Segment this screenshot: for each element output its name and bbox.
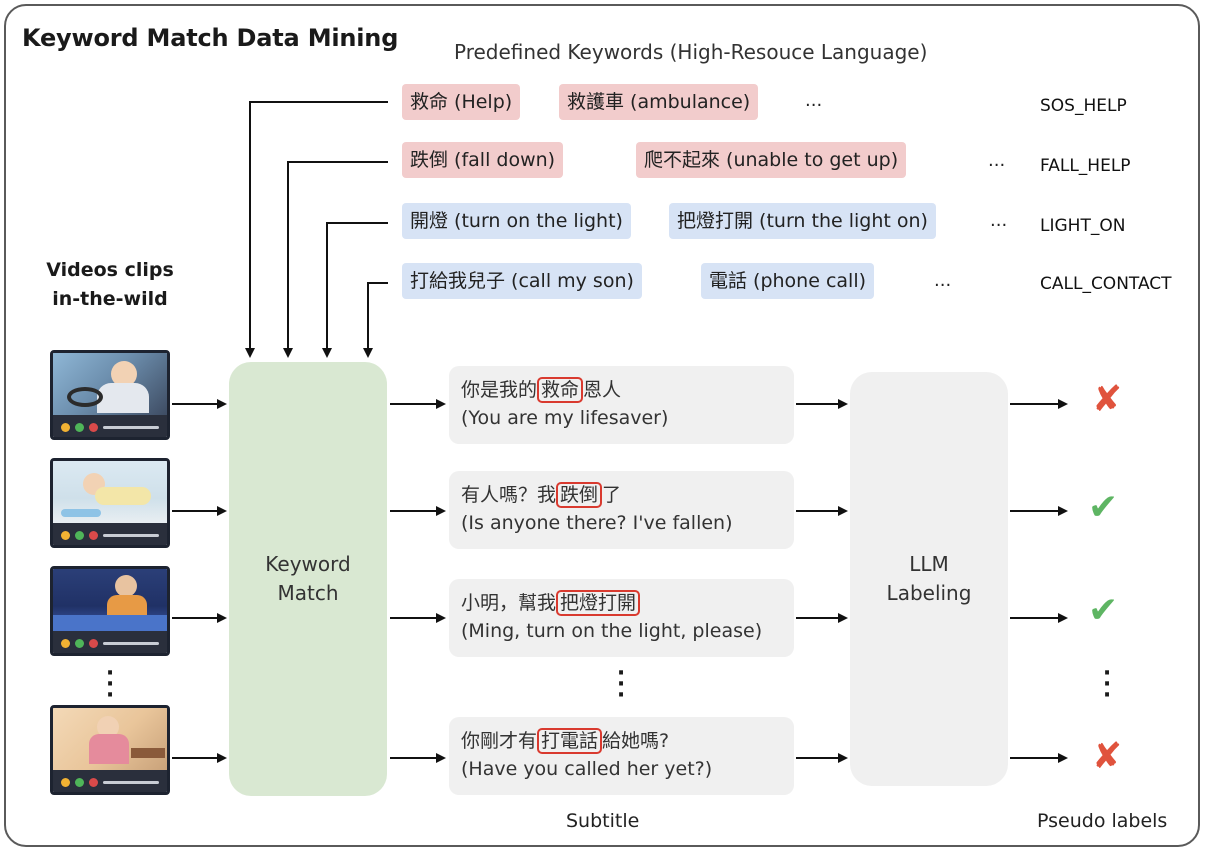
vertical-ellipsis: ··· bbox=[105, 661, 115, 708]
keyword-match-line1: Keyword bbox=[265, 552, 351, 576]
video-thumbnail bbox=[50, 350, 170, 440]
vertical-ellipsis: ··· bbox=[616, 661, 626, 708]
subtitle-zh: 小明，幫我 bbox=[461, 592, 557, 614]
keyword-chip: 打給我兒子 (call my son) bbox=[402, 263, 642, 299]
connector-line bbox=[245, 101, 388, 358]
connector-line bbox=[363, 282, 388, 358]
matched-keyword: 打電話 bbox=[537, 728, 603, 754]
subtitle-zh: 有人嗎？我 bbox=[461, 484, 557, 506]
subtitle-zh: 你剛才有 bbox=[461, 730, 538, 752]
keyword-chip: 跌倒 (fall down) bbox=[402, 142, 564, 178]
keyword-match-line2: Match bbox=[277, 581, 339, 605]
llm-labeling-box: LLM Labeling bbox=[850, 372, 1008, 786]
subtitle-zh: 恩人 bbox=[583, 379, 622, 401]
label-sos-help: SOS_HELP bbox=[1040, 96, 1127, 116]
subtitle-zh: 了 bbox=[602, 484, 622, 506]
connector-line bbox=[322, 222, 388, 358]
keyword-ellipsis: ... bbox=[988, 150, 1006, 171]
subtitle-box: 你剛才有打電話給她嗎? (Have you called her yet?) bbox=[449, 717, 794, 795]
keyword-chip: 救護車 (ambulance) bbox=[559, 84, 759, 120]
keyword-chip: 把燈打開 (turn the light on) bbox=[669, 203, 936, 239]
cross-icon: ✘ bbox=[1092, 379, 1123, 420]
keywords-header: Predefined Keywords (High-Resouce Langua… bbox=[454, 40, 928, 64]
connector-line bbox=[283, 161, 388, 358]
vertical-ellipsis: ··· bbox=[1102, 661, 1112, 708]
video-thumbnail bbox=[50, 566, 170, 656]
videos-label-line1: Videos clips bbox=[46, 259, 174, 281]
subtitle-en: (Ming, turn on the light, please) bbox=[461, 620, 763, 642]
cross-icon: ✘ bbox=[1092, 736, 1123, 777]
keyword-ellipsis: ... bbox=[805, 90, 823, 111]
keyword-ellipsis: ... bbox=[934, 270, 952, 291]
label-light-on: LIGHT_ON bbox=[1040, 216, 1126, 236]
keyword-chip: 開燈 (turn on the light) bbox=[402, 203, 631, 239]
videos-label-line2: in-the-wild bbox=[52, 288, 168, 310]
label-call-contact: CALL_CONTACT bbox=[1040, 274, 1172, 294]
keyword-chip: 爬不起來 (unable to get up) bbox=[636, 142, 907, 178]
subtitle-zh: 你是我的 bbox=[461, 379, 538, 401]
subtitle-en: (Is anyone there? I've fallen) bbox=[461, 512, 733, 534]
label-fall-help: FALL_HELP bbox=[1040, 156, 1131, 176]
subtitle-zh: 給她嗎? bbox=[602, 730, 670, 752]
matched-keyword: 把燈打開 bbox=[556, 590, 641, 616]
check-icon: ✔ bbox=[1088, 487, 1119, 528]
matched-keyword: 跌倒 bbox=[556, 482, 603, 508]
llm-line2: Labeling bbox=[886, 581, 972, 605]
keyword-chip: 電話 (phone call) bbox=[701, 263, 875, 299]
llm-line1: LLM bbox=[909, 552, 949, 576]
subtitle-label: Subtitle bbox=[566, 810, 640, 832]
keyword-chip: 救命 (Help) bbox=[402, 84, 521, 120]
subtitle-box: 你是我的救命恩人 (You are my lifesaver) bbox=[449, 366, 794, 444]
diagram-frame bbox=[4, 4, 1200, 847]
subtitle-box: 有人嗎？我跌倒了 (Is anyone there? I've fallen) bbox=[449, 471, 794, 549]
videos-label: Videos clips in-the-wild bbox=[30, 256, 190, 314]
subtitle-box: 小明，幫我把燈打開 (Ming, turn on the light, plea… bbox=[449, 579, 794, 657]
pseudo-labels-label: Pseudo labels bbox=[1037, 810, 1168, 832]
check-icon: ✔ bbox=[1088, 590, 1119, 631]
diagram-title: Keyword Match Data Mining bbox=[22, 24, 399, 52]
subtitle-en: (Have you called her yet?) bbox=[461, 758, 713, 780]
matched-keyword: 救命 bbox=[537, 377, 584, 403]
video-thumbnail bbox=[50, 458, 170, 548]
subtitle-en: (You are my lifesaver) bbox=[461, 407, 669, 429]
video-thumbnail bbox=[50, 705, 170, 795]
keyword-match-box: Keyword Match bbox=[229, 362, 387, 796]
keyword-ellipsis: ... bbox=[990, 210, 1008, 231]
